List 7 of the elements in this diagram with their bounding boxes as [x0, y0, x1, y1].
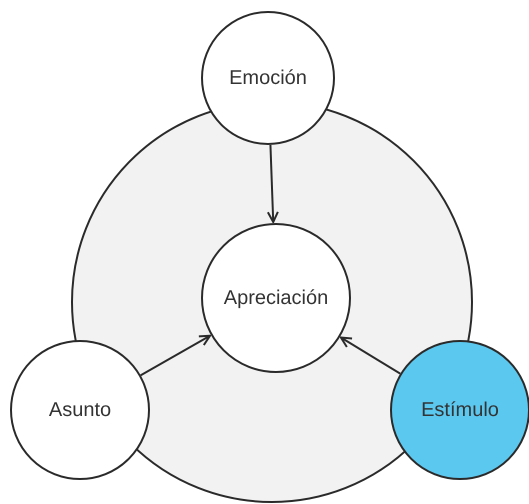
- arrow: [266, 144, 279, 224]
- node-label: Apreciación: [224, 286, 328, 310]
- node-label: Emoción: [229, 66, 307, 90]
- arrow: [140, 334, 212, 376]
- node-label: Asunto: [48, 398, 112, 422]
- node-label: Estímulo: [421, 398, 499, 422]
- arrow: [340, 336, 401, 374]
